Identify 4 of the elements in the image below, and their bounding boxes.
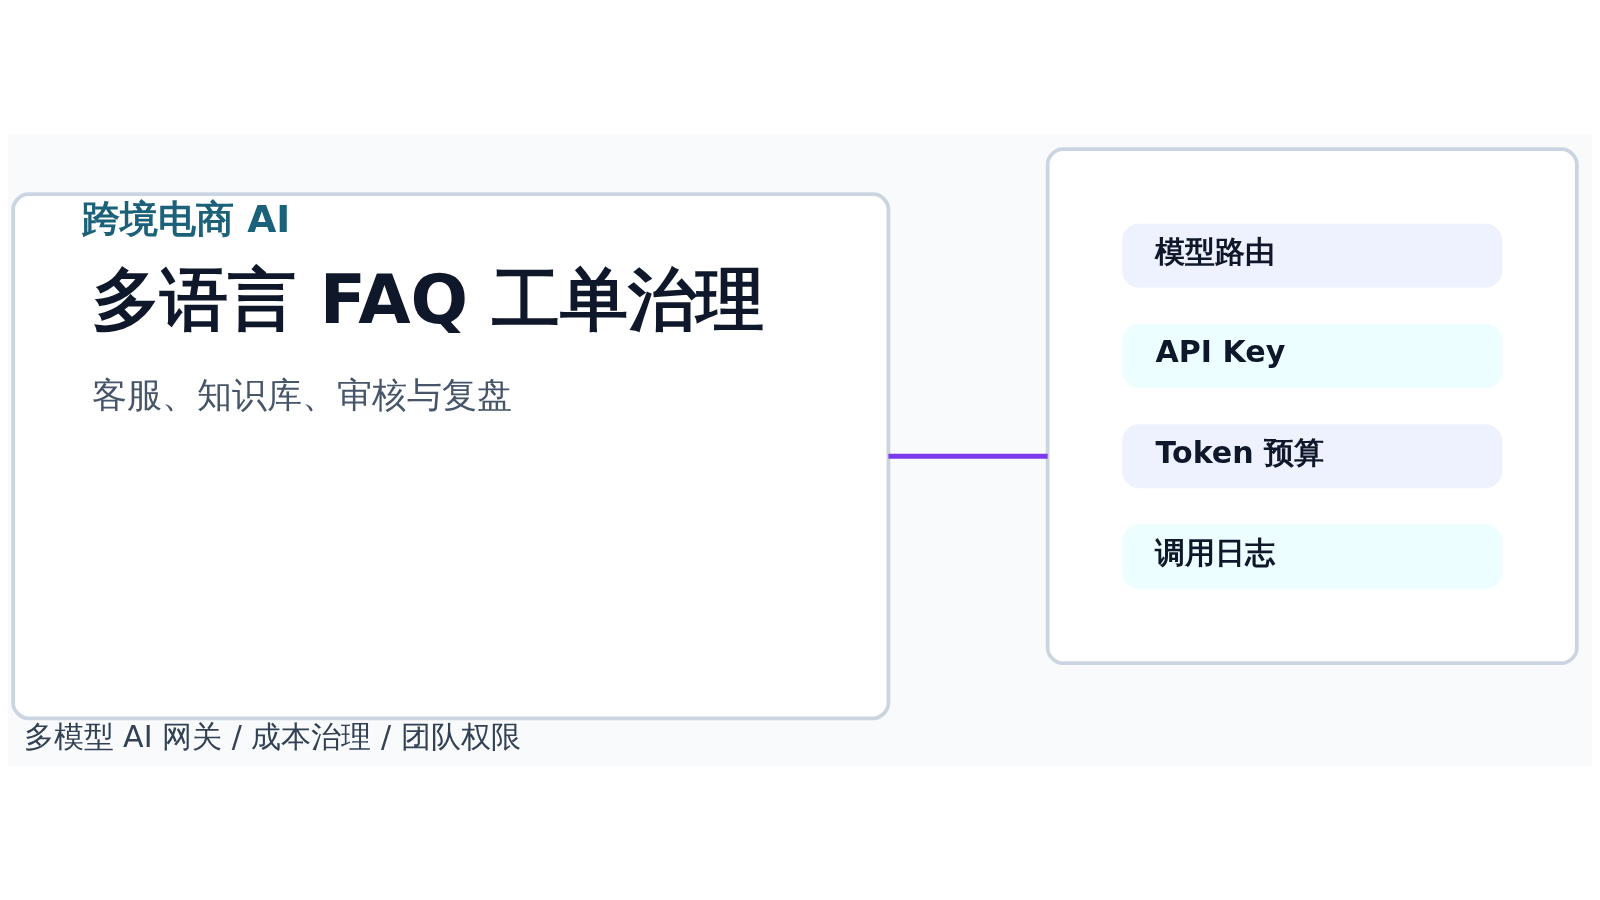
cluster bbox=[1045, 147, 1579, 666]
connector bbox=[888, 453, 1048, 459]
caption: 多模型 AI 网关 / 成本治理 / 团队权限 bbox=[23, 719, 521, 755]
node-box: 跨境电商 AI 多语言 FAQ 工单治理 客服、知识库、审核与复盘 bbox=[11, 192, 891, 721]
